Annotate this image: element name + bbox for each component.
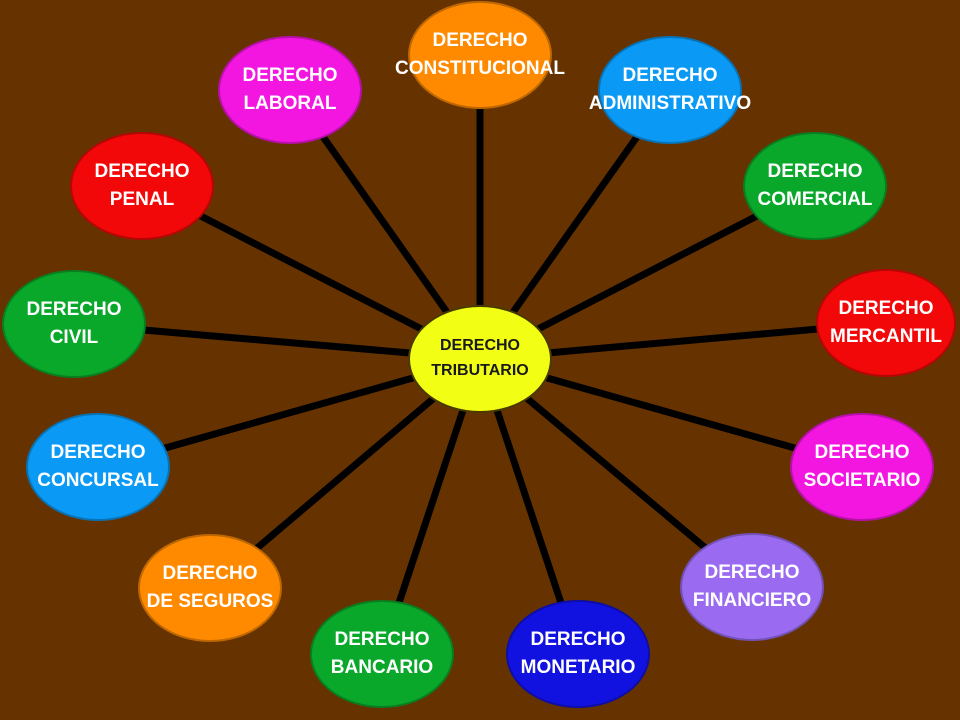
label-civil: DERECHO CIVIL <box>26 296 121 352</box>
label-concursal: DERECHO CONCURSAL <box>37 439 158 495</box>
label-line1: DERECHO <box>162 563 258 584</box>
node-derecho-seguros <box>138 534 282 642</box>
label-societario: DERECHO SOCIETARIO <box>804 439 921 495</box>
label-line2: BANCARIO <box>330 657 434 678</box>
label-monetario: DERECHO MONETARIO <box>521 626 636 682</box>
node-derecho-civil <box>2 270 146 378</box>
label-seguros: DERECHO DE SEGUROS <box>147 560 274 616</box>
center-label-line1: DERECHO <box>439 337 520 354</box>
label-line2: FINANCIERO <box>692 590 812 611</box>
label-line1: DERECHO <box>838 298 934 319</box>
label-line1: DERECHO <box>622 65 718 86</box>
label-line1: DERECHO <box>432 30 528 51</box>
label-line2: CONSTITUCIONAL <box>395 58 565 79</box>
label-mercantil: DERECHO MERCANTIL <box>830 295 942 351</box>
label-line1: DERECHO <box>334 629 430 650</box>
label-line2: PENAL <box>109 189 175 210</box>
label-line2: ADMINISTRATIVO <box>588 93 752 114</box>
node-derecho-laboral <box>218 36 362 144</box>
node-derecho-penal <box>70 132 214 240</box>
node-derecho-concursal <box>26 413 170 521</box>
label-line1: DERECHO <box>242 65 338 86</box>
node-derecho-comercial <box>743 132 887 240</box>
node-derecho-administrativo <box>598 36 742 144</box>
label-financiero: DERECHO FINANCIERO <box>693 559 811 615</box>
label-line1: DERECHO <box>94 161 190 182</box>
label-line2: SOCIETARIO <box>803 470 921 491</box>
label-line2: DE SEGUROS <box>146 591 274 612</box>
label-constitucional: DERECHO CONSTITUCIONAL <box>395 27 565 83</box>
label-line1: DERECHO <box>767 161 863 182</box>
center-node-tributario <box>408 305 552 413</box>
node-derecho-constitucional <box>408 1 552 109</box>
label-line1: DERECHO <box>704 562 800 583</box>
label-line1: DERECHO <box>530 629 626 650</box>
label-bancario: DERECHO BANCARIO <box>331 626 433 682</box>
label-line2: CIVIL <box>49 327 99 348</box>
node-derecho-financiero <box>680 533 824 641</box>
label-line1: DERECHO <box>26 299 122 320</box>
node-derecho-bancario <box>310 600 454 708</box>
label-penal: DERECHO PENAL <box>94 158 189 214</box>
label-laboral: DERECHO LABORAL <box>242 62 337 118</box>
center-label-line2: TRIBUTARIO <box>431 362 529 379</box>
center-label: DERECHO TRIBUTARIO <box>431 333 528 383</box>
label-line2: MONETARIO <box>520 657 636 678</box>
label-line2: COMERCIAL <box>757 189 873 210</box>
label-line2: MERCANTIL <box>830 326 942 347</box>
label-administrativo: DERECHO ADMINISTRATIVO <box>589 62 751 118</box>
label-line2: CONCURSAL <box>37 470 159 491</box>
label-line1: DERECHO <box>814 442 910 463</box>
label-line2: LABORAL <box>243 93 337 114</box>
node-derecho-societario <box>790 413 934 521</box>
node-derecho-monetario <box>506 600 650 708</box>
label-comercial: DERECHO COMERCIAL <box>757 158 872 214</box>
label-line1: DERECHO <box>50 442 146 463</box>
node-derecho-mercantil <box>816 269 956 377</box>
